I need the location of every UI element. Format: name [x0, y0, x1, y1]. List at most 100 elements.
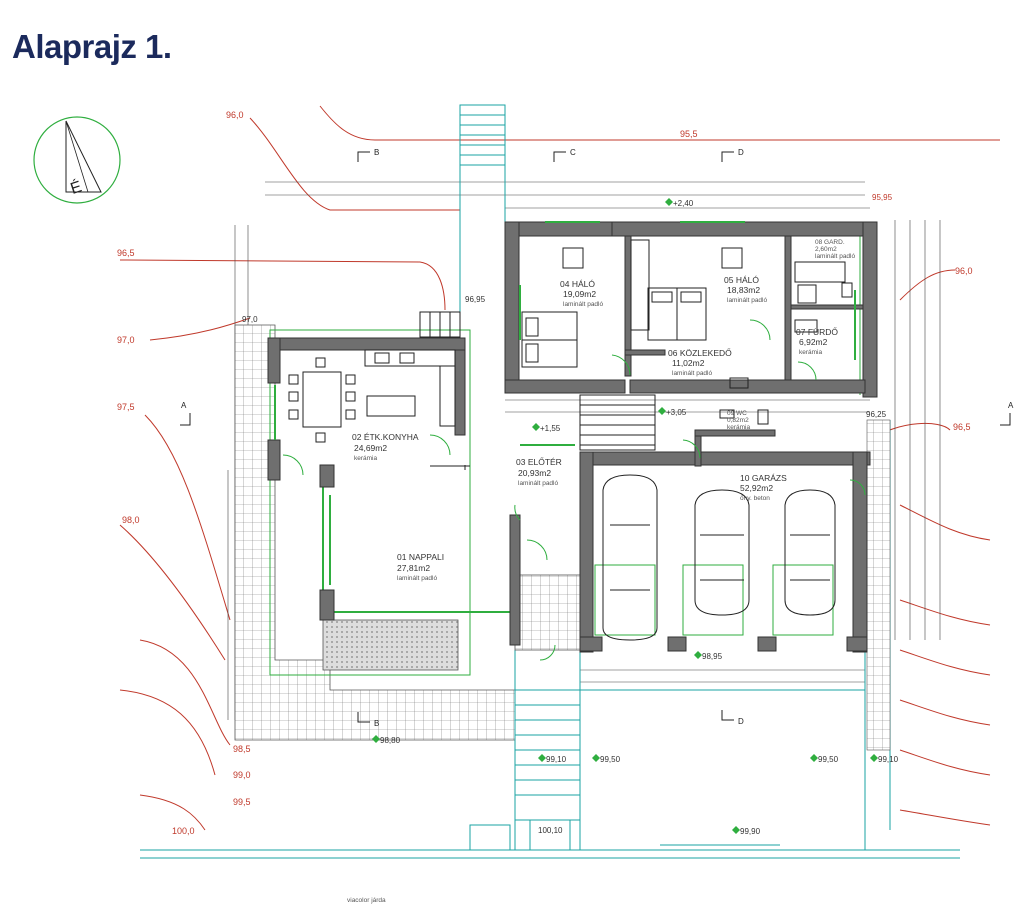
- entrance-stairs: [419, 311, 656, 821]
- sink-icon: [374, 352, 390, 364]
- level-label: 99,50: [818, 755, 839, 764]
- terrace-paving: [514, 574, 581, 651]
- contour-label: 98,5: [233, 744, 251, 754]
- room-name: 07 FÜRDŐ: [796, 327, 838, 337]
- bed-icon: [647, 287, 707, 341]
- walls: [267, 221, 878, 653]
- kitchen-counter: [439, 365, 456, 427]
- level-label: 100,10: [538, 826, 563, 835]
- level-label: 99,90: [740, 827, 761, 836]
- room-floor: öny. beton: [740, 495, 770, 502]
- level-label: +1,55: [540, 424, 561, 433]
- north-letter: É: [68, 177, 84, 198]
- room-area: 6,92m2: [799, 337, 828, 347]
- contour-label: 100,0: [172, 826, 195, 836]
- level-label: +3,05: [666, 408, 687, 417]
- level-label: 98,95: [702, 652, 723, 661]
- room-area: 0,82m2: [727, 417, 749, 424]
- level-label: 98,80: [380, 736, 401, 745]
- level-label: 95,95: [872, 193, 893, 202]
- room-floor: laminált padló: [518, 480, 558, 487]
- room-name: 08 GARD.: [815, 239, 845, 246]
- room-area: 52,92m2: [740, 483, 773, 493]
- room-name: 06 KÖZLEKEDŐ: [668, 348, 732, 358]
- door-swings: [282, 319, 866, 661]
- section-label: B: [374, 719, 379, 728]
- dining-table-icon: [288, 357, 356, 443]
- car-icon: [784, 489, 836, 616]
- room-label-07: 07 FÜRDŐ 6,92m2 kerámia: [796, 327, 838, 356]
- contour-label: 99,0: [233, 770, 251, 780]
- room-label-03: 03 ELŐTÉR 20,93m2 laminált padló: [516, 457, 562, 487]
- kitchen-island-icon: [366, 395, 416, 417]
- room-area: 2,60m2: [815, 246, 837, 253]
- nightstand-icon: [721, 247, 743, 269]
- room-name: 03 ELŐTÉR: [516, 457, 562, 467]
- room-name: 04 HÁLÓ: [560, 279, 595, 289]
- washbasin-icon: [719, 409, 735, 419]
- section-markers: B C D A A B D: [180, 148, 1014, 728]
- car-icon: [694, 489, 750, 616]
- north-arrow-icon: É: [33, 116, 121, 204]
- kitchen-counter: [364, 349, 456, 367]
- level-label: 99,10: [546, 755, 567, 764]
- level-label: 96,95: [465, 295, 486, 304]
- room-name: 10 GARÁZS: [740, 473, 787, 483]
- room-area: 27,81m2: [397, 563, 430, 573]
- level-label: 96,25: [866, 410, 887, 419]
- room-name: 01 NAPPALI: [397, 552, 444, 562]
- room-area: 20,93m2: [518, 468, 551, 478]
- car-icon: [602, 474, 658, 641]
- washbasin-icon: [794, 319, 818, 333]
- room-label-04: 04 HÁLÓ 19,09m2 laminált padló: [560, 279, 603, 308]
- room-label-02: 02 ÉTK.KONYHA 24,69m2 kerámia: [352, 432, 419, 462]
- toilet-icon: [757, 409, 769, 425]
- room-floor: laminált padló: [672, 370, 712, 377]
- room-floor: laminált padló: [563, 301, 603, 308]
- contour-label: 96,5: [117, 248, 135, 258]
- contour-label: 99,5: [233, 797, 251, 807]
- contour-label: 96,5: [953, 422, 971, 432]
- room-label-10: 10 GARÁZS 52,92m2 öny. beton: [740, 473, 787, 502]
- level-symbols: [372, 198, 878, 834]
- room-floor: kerámia: [354, 455, 378, 462]
- level-label: +2,40: [673, 199, 694, 208]
- room-area: 11,02m2: [672, 358, 705, 368]
- section-label: D: [738, 717, 744, 726]
- stove-icon: [399, 352, 415, 364]
- section-label: A: [1008, 401, 1014, 410]
- room-floor: kerámia: [799, 349, 823, 356]
- room-floor: laminált padló: [727, 297, 767, 304]
- contour-label: 95,5: [680, 129, 698, 139]
- contour-label: 96,0: [226, 110, 244, 120]
- level-label: 97,0: [242, 315, 258, 324]
- section-label: A: [181, 401, 187, 410]
- room-label-01: 01 NAPPALI 27,81m2 laminált padló: [397, 552, 444, 582]
- room-area: 19,09m2: [563, 289, 596, 299]
- level-label: 99,10: [878, 755, 899, 764]
- room-floor: laminált padló: [815, 253, 855, 260]
- shower-icon: [797, 284, 817, 304]
- stove-icon: [729, 377, 749, 389]
- contour-label: 97,5: [117, 402, 135, 412]
- nightstand-icon: [562, 247, 584, 269]
- terrace-paving: [866, 419, 891, 751]
- room-name: 02 ÉTK.KONYHA: [352, 432, 419, 442]
- level-markers: +2,40 +1,55 +3,05 95,95 96,95 96,25 97,0…: [242, 193, 899, 836]
- section-label: D: [738, 148, 744, 157]
- room-area: 24,69m2: [354, 443, 387, 453]
- toilet-icon: [841, 282, 853, 298]
- section-label: C: [570, 148, 576, 157]
- level-label: 99,50: [600, 755, 621, 764]
- room-floor: kerámia: [727, 424, 751, 431]
- room-area: 18,83m2: [727, 285, 760, 295]
- room-label-08: 08 GARD. 2,60m2 laminált padló: [815, 239, 855, 260]
- room-label-09: 09 WC 0,82m2 kerámia: [727, 410, 751, 431]
- contour-label: 98,0: [122, 515, 140, 525]
- contour-label: 96,0: [955, 266, 973, 276]
- flower-bed: [322, 619, 459, 671]
- contour-label: 97,0: [117, 335, 135, 345]
- room-name: 09 WC: [727, 410, 747, 417]
- street-label: viacolor járda: [347, 897, 386, 904]
